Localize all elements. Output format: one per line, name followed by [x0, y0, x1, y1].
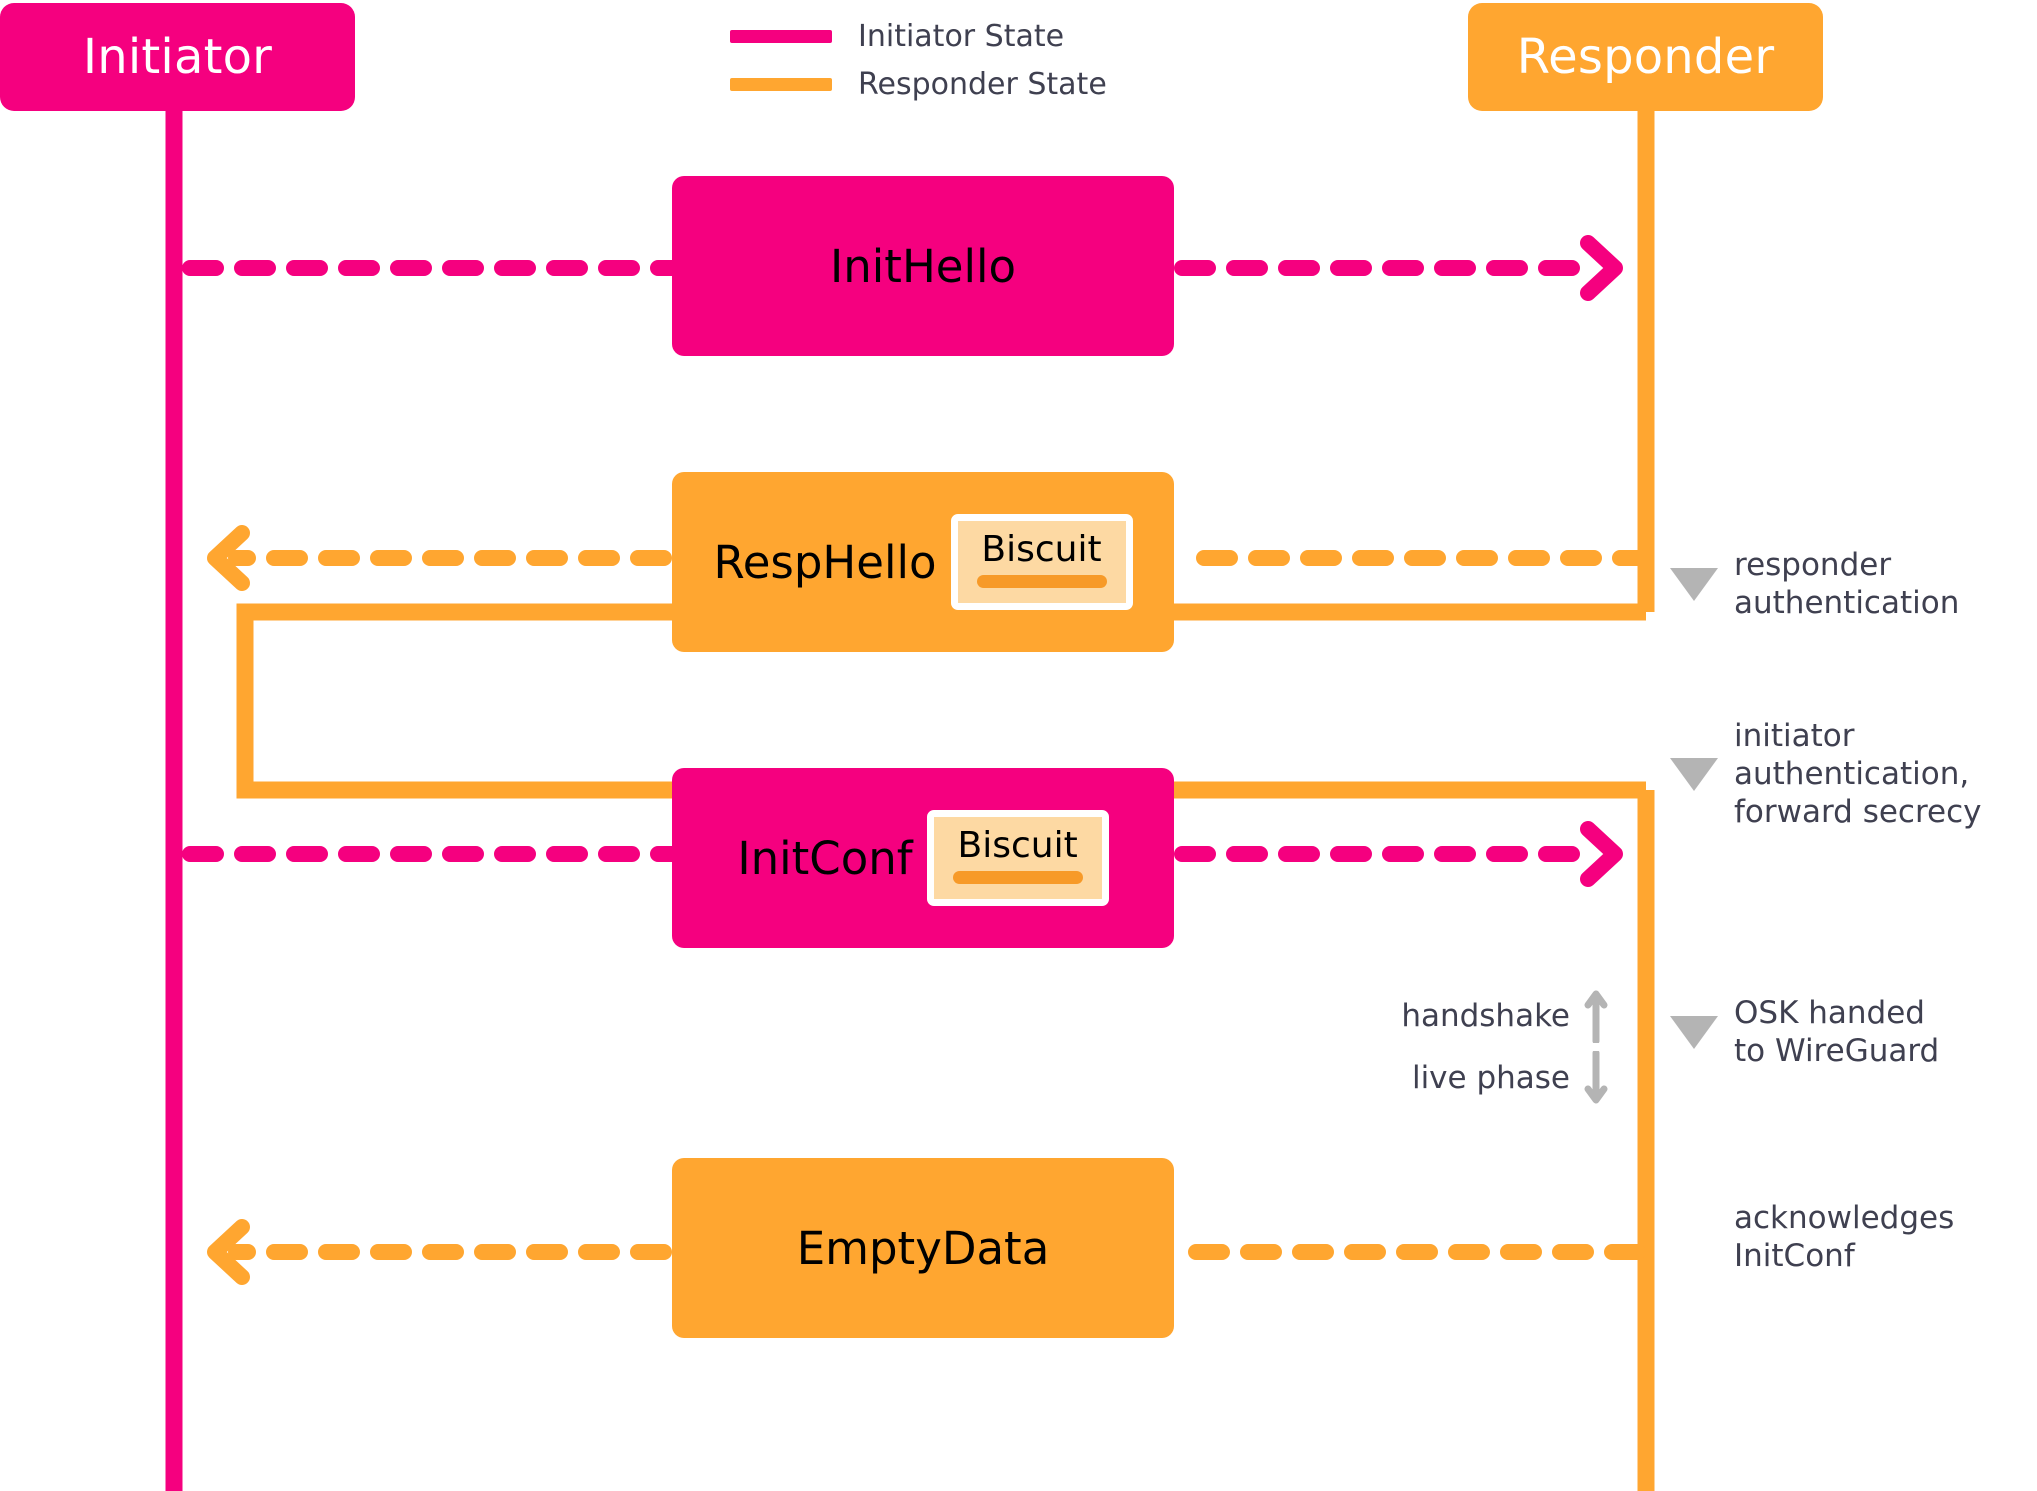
annotation-text-osk-handed: OSK handed to WireGuard [1734, 995, 1940, 1069]
actor-label-initiator: Initiator [82, 29, 273, 85]
triangle-down-icon [1670, 758, 1718, 792]
message-label-emptydata: EmptyData [796, 1221, 1050, 1275]
annotation-osk-handed: OSK handed to WireGuard [1670, 995, 1939, 1071]
phase-divider-labels: handshake live phase [1370, 985, 1610, 1109]
actor-label-responder: Responder [1516, 29, 1775, 85]
inithello-arrowhead-icon [1580, 235, 1623, 301]
message-label-initconf: InitConf [737, 831, 913, 885]
triangle-down-icon [1670, 568, 1718, 602]
biscuit-badge-initconf: Biscuit [926, 810, 1109, 906]
legend-label-initiator-state: Initiator State [858, 18, 1065, 54]
legend-swatch-initiator-icon [730, 29, 832, 43]
biscuit-label-initconf: Biscuit [957, 825, 1078, 866]
biscuit-label-resphello: Biscuit [981, 529, 1102, 570]
actor-header-initiator: Initiator [0, 3, 355, 111]
legend-item-initiator-state: Initiator State [730, 12, 1160, 60]
annotation-text-initiator-authentication: initiator authentication, forward secrec… [1734, 718, 1982, 830]
biscuit-bar-icon [952, 871, 1083, 884]
initconf-arrowhead-icon [1580, 821, 1623, 887]
phase-label-handshake: handshake [1401, 998, 1570, 1034]
message-box-emptydata: EmptyData [672, 1158, 1174, 1338]
responder-state-carry-bracket [236, 603, 672, 799]
biscuit-bar-icon [976, 575, 1107, 588]
message-label-resphello: RespHello [713, 535, 937, 589]
triangle-down-icon [1670, 1016, 1718, 1050]
emptydata-arrowhead-icon [207, 1219, 250, 1285]
legend-swatch-responder-icon [730, 77, 832, 91]
message-box-resphello: RespHello Biscuit [672, 472, 1174, 652]
message-box-initconf: InitConf Biscuit [672, 768, 1174, 948]
annotation-responder-authentication: responder authentication [1670, 547, 1959, 623]
phase-row-handshake: handshake [1370, 985, 1610, 1047]
arrow-up-icon [1582, 989, 1610, 1043]
legend: Initiator State Responder State [730, 12, 1160, 108]
resphello-arrowhead-icon [207, 525, 250, 591]
phase-label-live-phase: live phase [1411, 1060, 1570, 1096]
arrow-down-icon [1582, 1051, 1610, 1105]
legend-item-responder-state: Responder State [730, 60, 1160, 108]
message-box-inithello: InitHello [672, 176, 1174, 356]
annotation-acknowledges-initconf: acknowledges InitConf [1670, 1200, 1954, 1276]
annotation-text-responder-authentication: responder authentication [1734, 547, 1960, 621]
biscuit-badge-resphello: Biscuit [950, 514, 1133, 610]
legend-label-responder-state: Responder State [858, 66, 1107, 102]
annotation-text-acknowledges-initconf: acknowledges InitConf [1734, 1200, 1955, 1274]
message-label-inithello: InitHello [830, 239, 1016, 293]
annotation-initiator-authentication: initiator authentication, forward secrec… [1670, 718, 1982, 831]
actor-header-responder: Responder [1468, 3, 1823, 111]
phase-row-live-phase: live phase [1370, 1047, 1610, 1109]
